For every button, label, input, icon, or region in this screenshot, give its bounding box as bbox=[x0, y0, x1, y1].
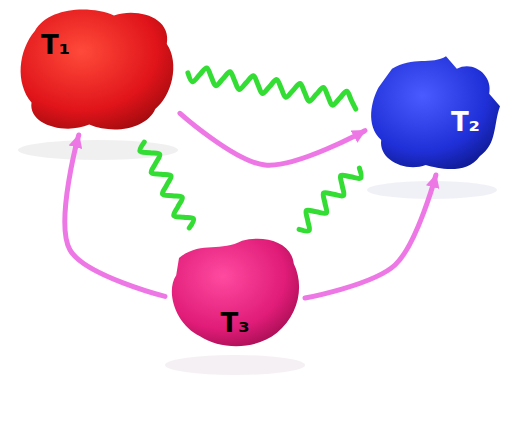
blob-node: T₁ bbox=[15, 5, 180, 135]
reflection bbox=[165, 355, 305, 375]
blob-shape bbox=[15, 5, 180, 135]
blob-outline bbox=[371, 56, 500, 169]
interaction-wave bbox=[140, 142, 194, 228]
transfer-arrow bbox=[180, 113, 365, 165]
interaction-wave bbox=[188, 68, 356, 109]
node-label: T₂ bbox=[451, 108, 480, 137]
blob-outline bbox=[21, 10, 174, 130]
interaction-wave bbox=[299, 168, 361, 231]
blob-node: T₂ bbox=[365, 50, 500, 175]
blob-node: T₃ bbox=[165, 235, 305, 350]
node-label: T₁ bbox=[41, 31, 70, 60]
reflection bbox=[18, 140, 178, 160]
transfer-arrow bbox=[305, 175, 436, 298]
transfer-arrow bbox=[65, 135, 165, 296]
blob-outline bbox=[172, 239, 299, 346]
reflection bbox=[367, 181, 497, 199]
node-label: T₃ bbox=[220, 309, 249, 338]
